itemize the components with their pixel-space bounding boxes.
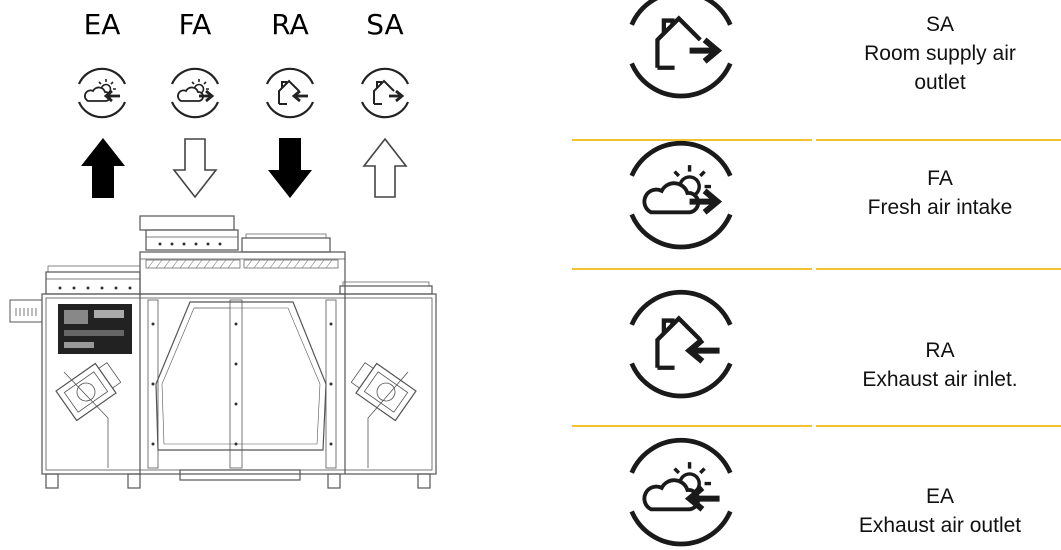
legend-divider: [572, 268, 1061, 270]
house-arrow-out-icon: [353, 64, 417, 120]
legend-code: RA: [925, 339, 955, 362]
cloud-sun-arrow-in-icon: [70, 64, 134, 120]
legend-description: Room supply air: [864, 42, 1016, 65]
column-label-sa: SA: [366, 8, 404, 41]
flow-arrow-up-filled-icon: [80, 136, 126, 200]
flow-arrow-down-outline-icon: [172, 136, 218, 200]
legend-description: Exhaust air outlet: [858, 514, 1022, 537]
flow-arrow-down-filled-icon: [267, 136, 313, 200]
cloud-sun-arrow-in-icon: [606, 430, 756, 550]
legend-description: Fresh air intake: [867, 196, 1013, 219]
legend-divider: [572, 425, 1061, 427]
column-label-ra: RA: [271, 8, 309, 41]
legend-item-sa: SA Room supply air outlet: [820, 10, 1060, 97]
column-label-fa: FA: [178, 8, 212, 41]
legend-code: SA: [925, 13, 954, 36]
flow-arrow-up-outline-icon: [362, 136, 408, 200]
cloud-sun-arrow-out-icon: [606, 133, 756, 253]
house-arrow-in-icon: [606, 282, 756, 402]
air-handling-unit-drawing: [9, 215, 437, 489]
legend-item-ra: RA Exhaust air inlet.: [820, 336, 1060, 394]
house-arrow-out-icon: [606, 0, 756, 102]
column-label-ea: EA: [83, 8, 121, 41]
cloud-sun-arrow-out-icon: [163, 64, 227, 120]
legend-description: Exhaust air inlet.: [862, 368, 1018, 391]
legend-divider: [572, 139, 1061, 141]
legend-description: outlet: [914, 71, 966, 94]
house-arrow-in-icon: [258, 64, 322, 120]
legend-code: EA: [925, 485, 954, 508]
legend-item-ea: EA Exhaust air outlet: [820, 482, 1060, 540]
legend-item-fa: FA Fresh air intake: [820, 164, 1060, 222]
legend-code: FA: [927, 167, 953, 190]
